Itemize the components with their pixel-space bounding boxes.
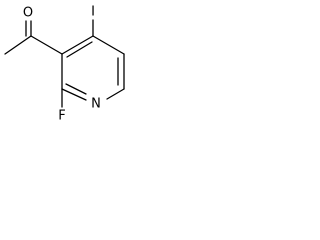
atom-label-iodine: I [91, 5, 95, 20]
atom-label-nitrogen: N [91, 97, 101, 112]
bond-n1-c2-inner [65, 83, 87, 95]
bond-c3-carbonyl [30, 35, 63, 55]
bond-c3-c4 [61, 35, 94, 55]
structure-diagram: I O N F [4, 5, 125, 124]
bond-c4-c5 [92, 35, 125, 55]
bond-carbonyl-methyl [4, 35, 32, 55]
bond-c6-n1 [106, 88, 125, 100]
bond-c3-c4-inner [66, 41, 93, 58]
bond-n1-c2 [61, 88, 87, 101]
atom-label-fluorine: F [58, 109, 65, 124]
atom-label-oxygen: O [23, 6, 33, 21]
